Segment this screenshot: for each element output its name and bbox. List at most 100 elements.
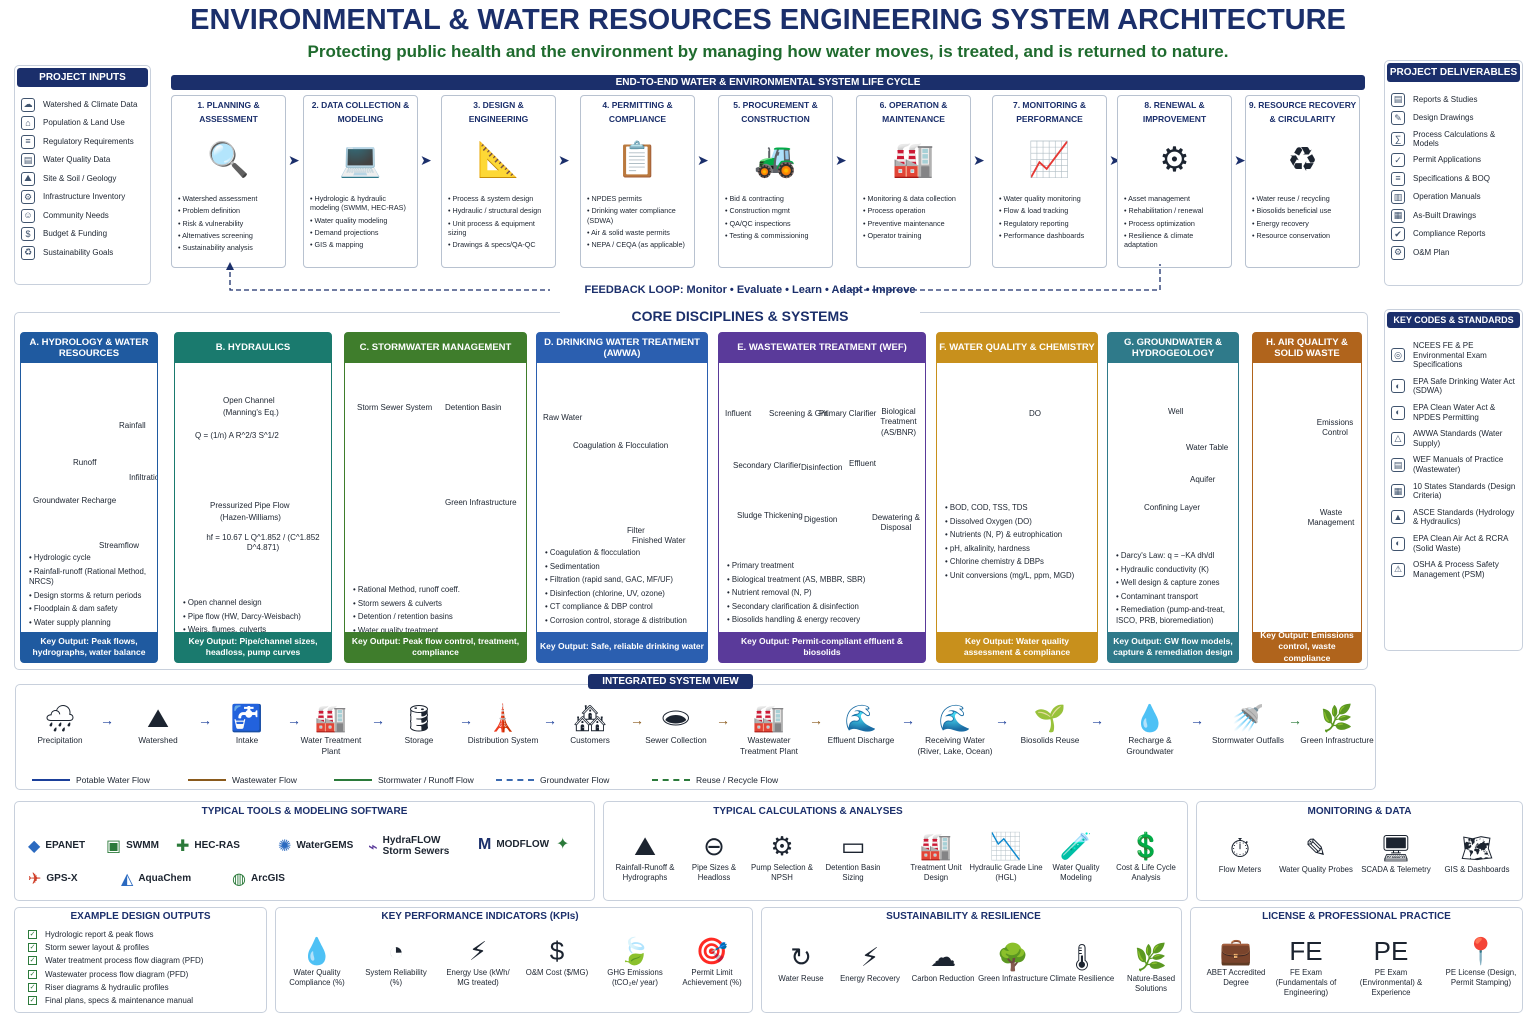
design-output-label: Final plans, specs & maintenance manual bbox=[45, 995, 194, 1005]
arrow-right-icon: ➤ bbox=[420, 152, 432, 168]
lifecycle-stage-icon: 💻 bbox=[339, 141, 382, 179]
lifecycle-stage-item: Air & solid waste permits bbox=[587, 228, 688, 237]
lifecycle-stage-item: Unit process & equipment sizing bbox=[448, 219, 549, 238]
discipline-title: D. DRINKING WATER TREATMENT (AWWA) bbox=[544, 336, 700, 359]
integrated-node-label: Biosolids Reuse bbox=[1020, 736, 1080, 745]
discipline-diagram-label: Coagulation & Flocculation bbox=[573, 441, 669, 450]
deliverables-item: ⚙O&M Plan bbox=[1391, 245, 1516, 260]
standards-item-icon: ▤ bbox=[1391, 457, 1405, 472]
monitoring-item-label: GIS & Dashboards bbox=[1444, 865, 1510, 874]
tool-item: ◆EPANET bbox=[28, 836, 85, 856]
calcs-item-icon: 🧪 bbox=[1059, 831, 1093, 861]
lifecycle-stage-item: QA/QC inspections bbox=[725, 219, 826, 228]
integrated-node: 💧Recharge & Groundwater bbox=[1110, 700, 1190, 757]
core-disciplines-header: CORE DISCIPLINES & SYSTEMS bbox=[560, 308, 920, 324]
tool-logo-icon: ▣ bbox=[106, 838, 122, 855]
sustainability-item-icon: 🌡 bbox=[1065, 942, 1099, 972]
discipline-title: B. HYDRAULICS bbox=[215, 342, 291, 354]
lifecycle-stage: 4. PERMITTING & COMPLIANCE📋NPDES permits… bbox=[580, 95, 695, 268]
flow-legend-label: Groundwater Flow bbox=[540, 775, 610, 785]
lifecycle-stage-item: Bid & contracting bbox=[725, 194, 826, 203]
sustainability-item: ⚡Energy Recovery bbox=[835, 940, 905, 984]
kpis-item: 💧Water Quality Compliance (%) bbox=[280, 934, 354, 988]
integrated-node: 🏭Water Treatment Plant bbox=[291, 700, 371, 757]
lifecycle-stage-item: Demand projections bbox=[310, 228, 411, 237]
arrow-right-icon: → bbox=[995, 712, 1009, 728]
design-output-label: Hydrologic report & peak flows bbox=[45, 930, 154, 939]
lifecycle-stage-item: Process optimization bbox=[1124, 219, 1225, 228]
inputs-item-icon: ☁ bbox=[21, 97, 35, 112]
inputs-item-label: Watershed & Climate Data bbox=[43, 99, 138, 109]
flow-legend-line bbox=[334, 779, 372, 781]
sustainability-item: ↻Water Reuse bbox=[766, 940, 836, 984]
integrated-node: 🚰Intake bbox=[207, 700, 287, 747]
lifecycle-stage-item: Problem definition bbox=[178, 206, 279, 215]
lifecycle-stage: 5. PROCUREMENT & CONSTRUCTION🚜Bid & cont… bbox=[718, 95, 833, 268]
discipline-item: Floodplain & dam safety bbox=[29, 604, 153, 615]
standards-item-label: ASCE Standards (Hydrology & Hydraulics) bbox=[1413, 507, 1515, 527]
discipline-list: Hydrologic cycleRainfall-runoff (Rationa… bbox=[29, 553, 153, 631]
standards-item-icon: ⚠ bbox=[1391, 562, 1405, 577]
tool-logo-icon: ✚ bbox=[176, 838, 190, 855]
license-item: 💼ABET Accredited Degree bbox=[1195, 934, 1277, 988]
discipline-item: Water quality treatment bbox=[353, 626, 522, 637]
standards-item-icon: △ bbox=[1391, 431, 1405, 446]
deliverables-item: ≡Specifications & BOQ bbox=[1391, 171, 1516, 186]
discipline-item: Nutrients (N, P) & eutrophication bbox=[945, 530, 1093, 541]
arrow-right-icon: ➤ bbox=[558, 152, 570, 168]
tool-label: HydraFLOW Storm Sewers bbox=[382, 835, 450, 857]
lifecycle-stage-item: Operator training bbox=[863, 231, 964, 240]
license-item-label: PE Exam (Environmental) & Experience bbox=[1359, 968, 1423, 998]
discipline-diagram-label: Emissions Control bbox=[1316, 418, 1354, 438]
monitoring-item-icon: ✎ bbox=[1305, 833, 1327, 863]
inputs-item-icon: ⚙ bbox=[21, 190, 35, 204]
page-title: ENVIRONMENTAL & WATER RESOURCES ENGINEER… bbox=[190, 4, 1346, 36]
kpi-header: KEY PERFORMANCE INDICATORS (KPIs) bbox=[381, 911, 579, 922]
license-item-label: FE Exam (Fundamentals of Engineering) bbox=[1275, 968, 1337, 998]
lifecycle-stage-item: Watershed assessment bbox=[178, 194, 279, 203]
inputs-item-label: Population & Land Use bbox=[43, 118, 125, 128]
lifecycle-stage-list: Asset managementRehabilitation / renewal… bbox=[1118, 194, 1231, 250]
kpis-item-label: System Reliability (%) bbox=[365, 968, 427, 988]
discipline-diagram-label: Waste Management bbox=[1307, 508, 1355, 528]
inputs-item-label: Community Needs bbox=[43, 210, 109, 220]
kpis-item: $O&M Cost ($/MG) bbox=[520, 934, 594, 978]
discipline-item: Sedimentation bbox=[545, 562, 703, 573]
design-output-item: ✓Wastewater process flow diagram (PFD) bbox=[28, 968, 203, 981]
discipline-item: Well design & capture zones bbox=[1116, 578, 1234, 589]
design-output-item: ✓Final plans, specs & maintenance manual bbox=[28, 994, 203, 1007]
arrow-right-icon: → bbox=[901, 712, 915, 728]
discipline-item: Coagulation & flocculation bbox=[545, 548, 703, 559]
integrated-node-label: Watershed bbox=[138, 736, 178, 745]
tool-label: SWMM bbox=[126, 839, 159, 851]
standards-item-icon: ▦ bbox=[1391, 484, 1405, 499]
integrated-node-icon: 🏘 bbox=[573, 703, 607, 733]
lifecycle-stage-item: NPDES permits bbox=[587, 194, 688, 203]
arrow-right-icon: → bbox=[630, 712, 644, 728]
lifecycle-stage-item: Flow & load tracking bbox=[999, 206, 1100, 215]
project-inputs-panel: PROJECT INPUTS ☁Watershed & Climate Data… bbox=[14, 65, 151, 285]
sustainability-item-icon: 🌿 bbox=[1134, 942, 1168, 972]
monitoring-item: 🗺GIS & Dashboards bbox=[1437, 831, 1517, 875]
lifecycle-stage-item: Water quality modeling bbox=[310, 216, 411, 225]
lifecycle-stage-item: Process & system design bbox=[448, 194, 549, 203]
integrated-node-label: Sewer Collection bbox=[645, 736, 707, 745]
design-output-item: ✓Hydrologic report & peak flows bbox=[28, 928, 203, 941]
calcs-item-label: Pump Selection & NPSH bbox=[751, 863, 813, 883]
tool-item: ✺WaterGEMS bbox=[278, 836, 353, 856]
integrated-node: 🌊Effluent Discharge bbox=[821, 700, 901, 747]
discipline-diagram-label: Raw Water bbox=[543, 413, 583, 422]
lifecycle-stage-item: Preventive maintenance bbox=[863, 219, 964, 228]
calcs-item-icon: ⚙ bbox=[770, 831, 794, 861]
standards-item: ◐EPA Clean Air Act & RCRA (Solid Waste) bbox=[1391, 534, 1516, 553]
lifecycle-stage: 1. PLANNING & ASSESSMENT🔍Watershed asses… bbox=[171, 95, 286, 268]
standards-item-label: AWWA Standards (Water Supply) bbox=[1413, 429, 1503, 448]
standards-item-label: EPA Clean Water Act & NPDES Permitting bbox=[1413, 402, 1496, 422]
standards-item-label: EPA Clean Air Act & RCRA (Solid Waste) bbox=[1413, 533, 1509, 553]
discipline-card: F. WATER QUALITY & CHEMISTRYDOBOD, COD, … bbox=[936, 332, 1098, 663]
standards-item: ⚠OSHA & Process Safety Management (PSM) bbox=[1391, 560, 1516, 579]
calcs-item-label: Pipe Sizes & Headloss bbox=[691, 863, 737, 883]
discipline-key-output: Key Output: Peak flow control, treatment… bbox=[345, 632, 526, 662]
discipline-diagram-label: Sludge Thickening bbox=[737, 511, 803, 520]
